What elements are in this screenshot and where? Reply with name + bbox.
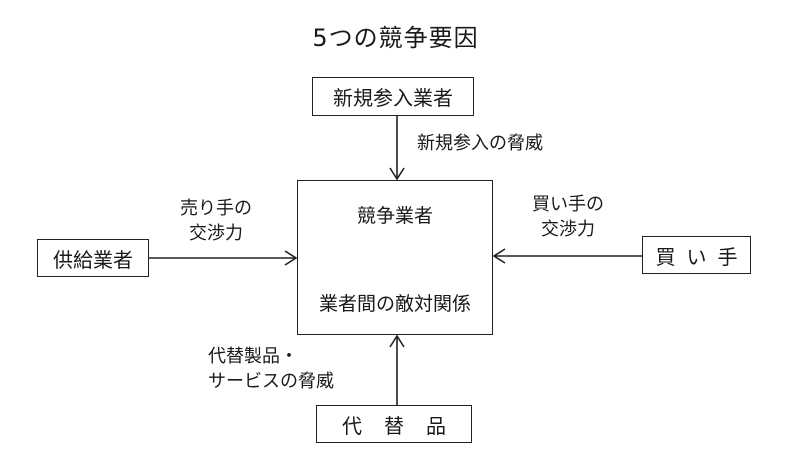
substitutes-threat-line-1: 代替製品・ bbox=[208, 346, 298, 367]
seller-power-line-1: 売り手の bbox=[180, 198, 252, 219]
substitutes-box: 代替品 bbox=[316, 405, 472, 443]
new-entrants-threat-label: 新規参入の脅威 bbox=[417, 133, 543, 154]
seller-power-label: 売り手の 交渉力 bbox=[160, 196, 272, 246]
competitors-box: 競争業者 業者間の敵対関係 bbox=[297, 180, 493, 335]
new-entrants-label: 新規参入業者 bbox=[333, 86, 453, 110]
diagram-title: 5つの競争要因 bbox=[312, 24, 479, 52]
suppliers-box: 供給業者 bbox=[37, 239, 149, 277]
competitors-label: 競争業者 bbox=[356, 205, 433, 227]
arrowhead-buyers bbox=[492, 248, 506, 264]
arrowhead-suppliers bbox=[284, 250, 298, 266]
seller-power-line-2: 交渉力 bbox=[189, 223, 243, 244]
buyer-power-line-1: 買い手の bbox=[532, 194, 604, 215]
substitutes-threat-label: 代替製品・ サービスの脅威 bbox=[208, 344, 334, 394]
substitutes-label: 代替品 bbox=[342, 413, 468, 438]
buyers-label: 買い手 bbox=[655, 244, 749, 269]
suppliers-label: 供給業者 bbox=[53, 247, 133, 272]
substitutes-threat-line-2: サービスの脅威 bbox=[208, 371, 334, 392]
buyers-box: 買い手 bbox=[642, 236, 751, 274]
new-entrants-box: 新規参入業者 bbox=[312, 77, 474, 116]
buyer-power-line-2: 交渉力 bbox=[541, 219, 595, 240]
arrowhead-substitutes bbox=[389, 334, 405, 348]
rivalry-label: 業者間の敵対関係 bbox=[318, 293, 471, 315]
arrowhead-new-entrants bbox=[389, 167, 405, 181]
buyer-power-label: 買い手の 交渉力 bbox=[512, 192, 624, 242]
